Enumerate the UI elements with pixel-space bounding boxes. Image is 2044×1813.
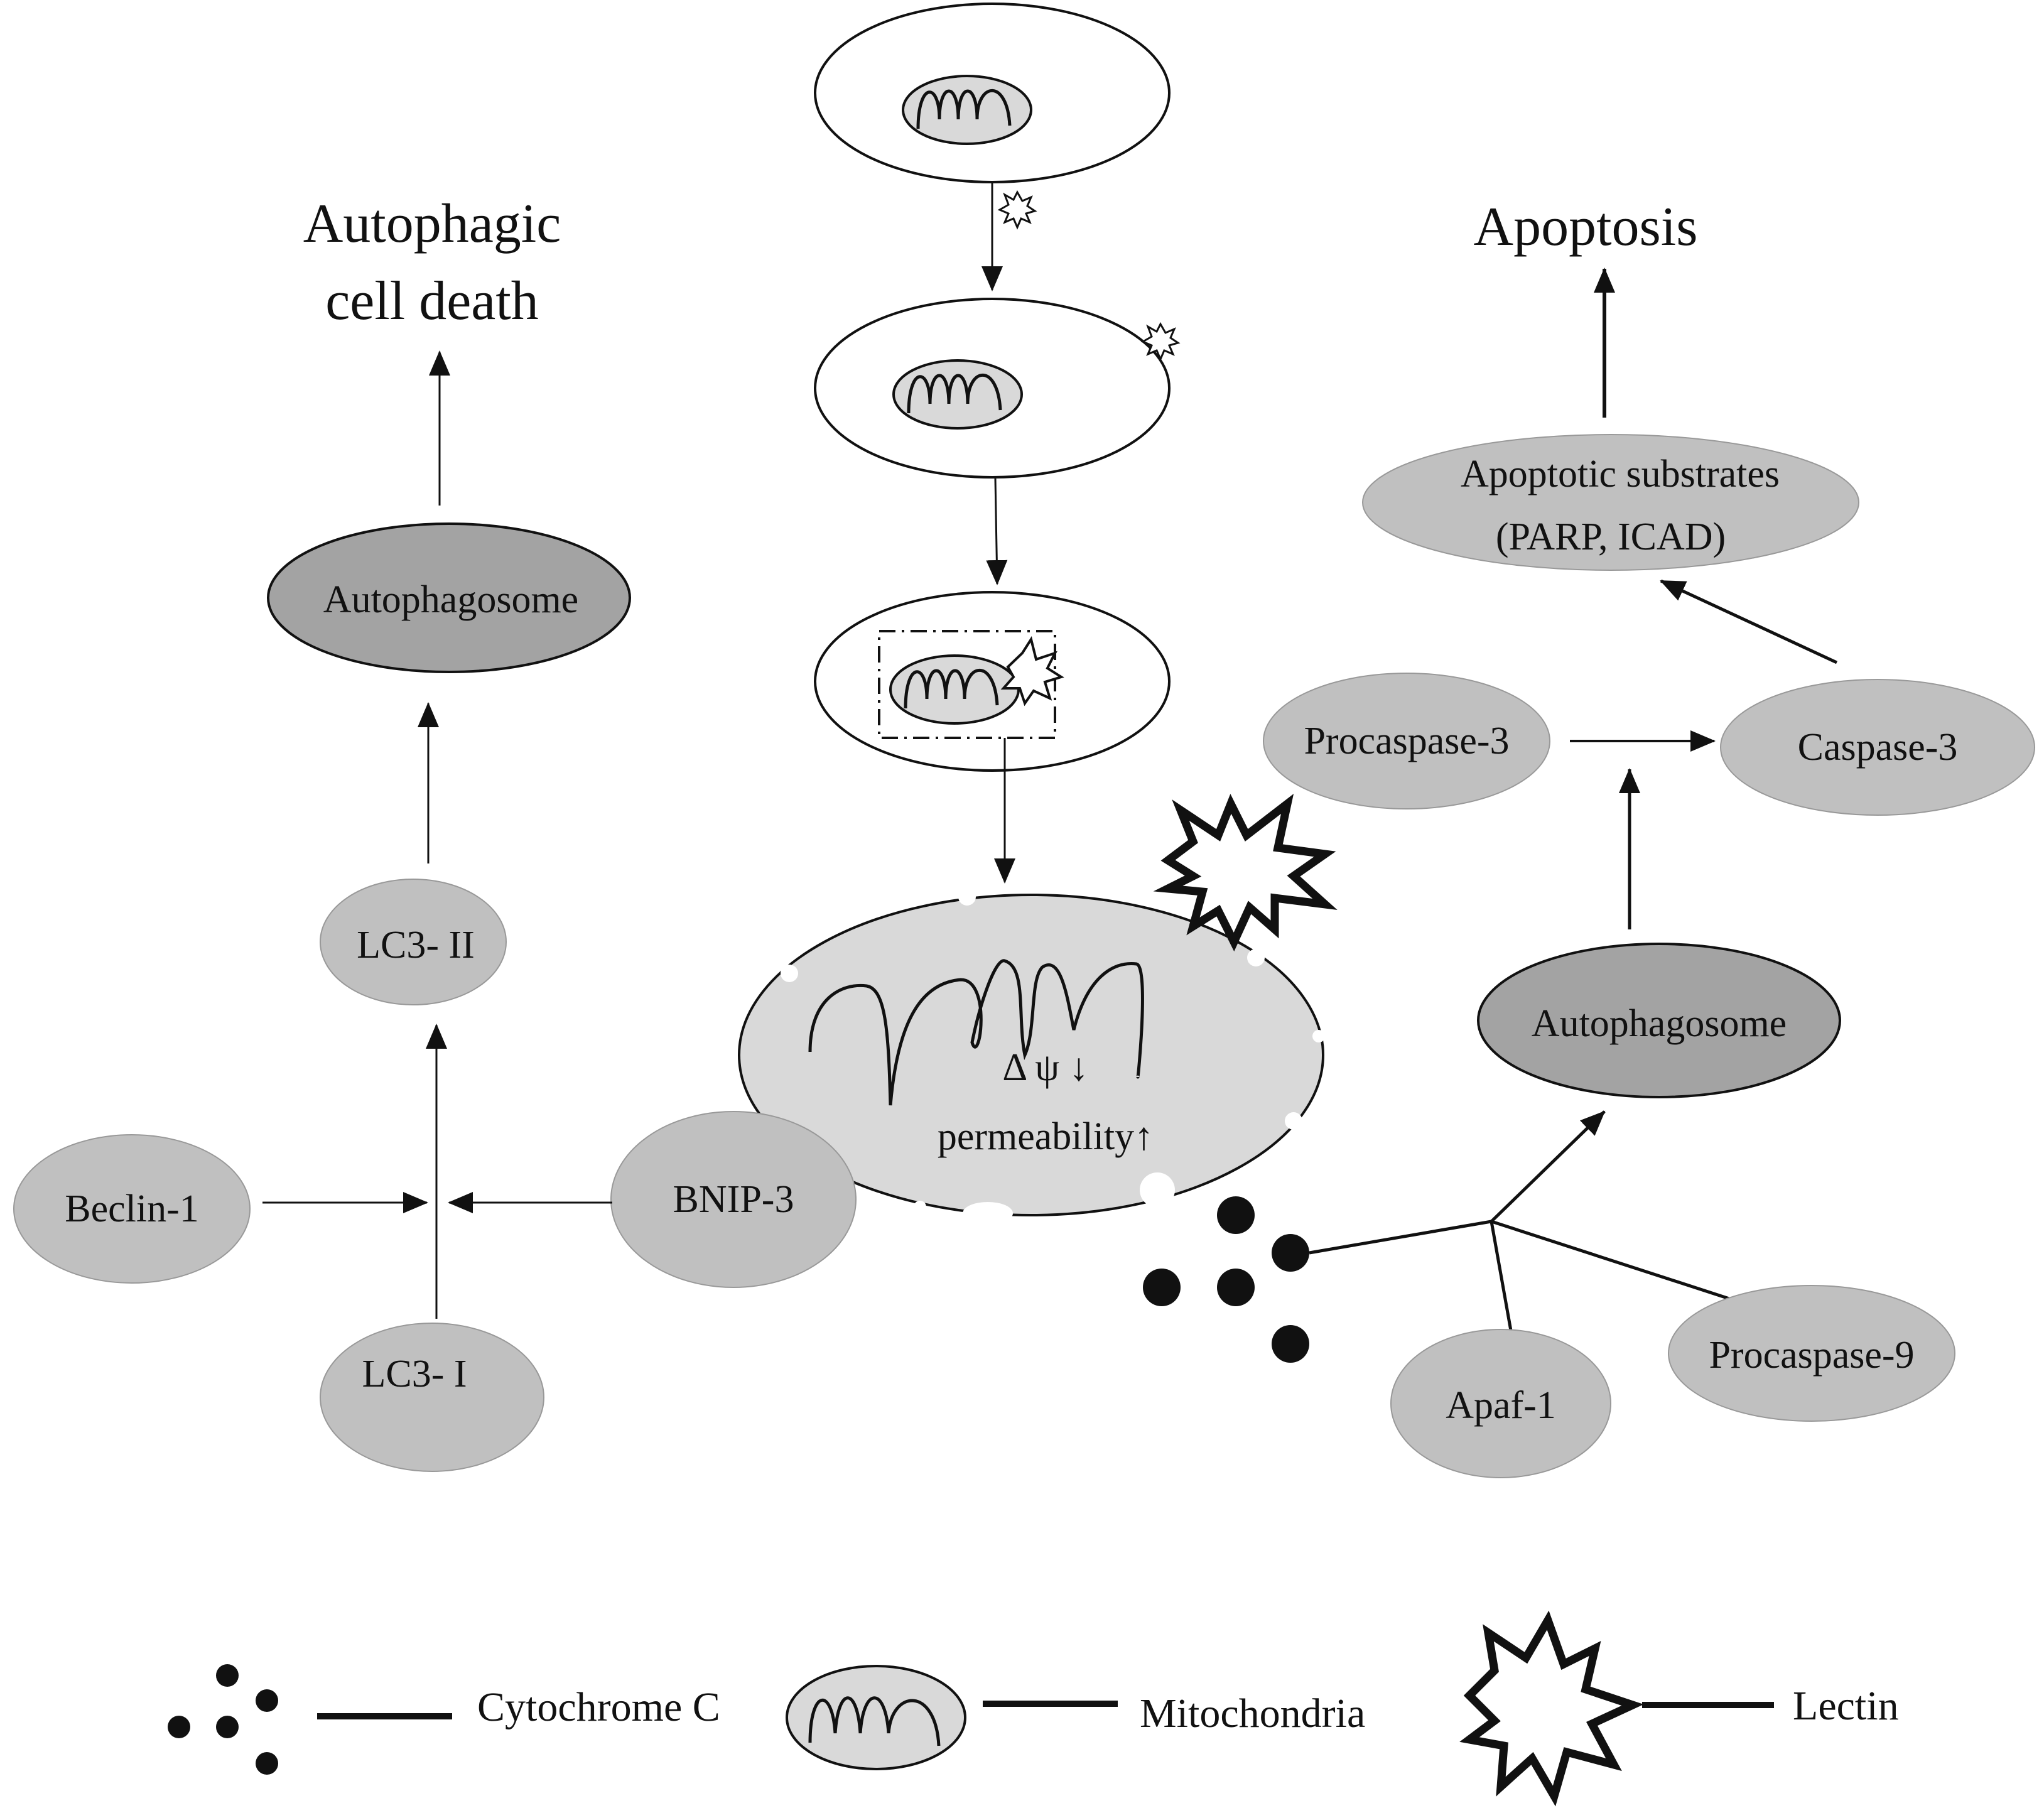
membrane-pore [958, 888, 976, 906]
lectin-icon [1000, 636, 1064, 706]
cytochrome-c-dot [1272, 1325, 1309, 1363]
node-apoptotic-substrates: Apoptotic substrates (PARP, ICAD) [1362, 434, 1859, 571]
membrane-pore [1312, 1030, 1325, 1042]
mitochondrion-icon [889, 654, 1020, 725]
svg-text:Apoptotic substrates: Apoptotic substrates [1461, 453, 1780, 495]
membrane-pore [914, 1201, 926, 1213]
svg-text:LC3- I: LC3- I [362, 1353, 467, 1395]
arrow-stage2-to-stage3 [986, 478, 1008, 585]
cytochrome-c-dot [1217, 1269, 1255, 1306]
permeability-label: permeability↑ [938, 1115, 1154, 1158]
cytochrome-c-cluster [1143, 1196, 1309, 1363]
lectin-icon [1140, 322, 1181, 362]
svg-text:BNIP-3: BNIP-3 [673, 1178, 794, 1221]
node-caspase-3: Caspase-3 [1720, 679, 2035, 816]
cell-stage-2 [814, 298, 1171, 479]
large-mitochondrion: Δ ψ ↓ permeability↑ [738, 888, 1325, 1225]
legend-cytochrome-c-icon [168, 1664, 278, 1775]
node-autophagosome-right: Autophagosome [1477, 943, 1841, 1098]
legend: Cytochrome C Mitochondria Lectin [168, 1610, 1899, 1807]
lectin-icon [1153, 794, 1338, 952]
legend-mitochondria-label: Mitochondria [1140, 1691, 1365, 1736]
mitochondrion-icon [902, 75, 1032, 145]
node-apaf-1: Apaf-1 [1390, 1329, 1611, 1478]
svg-text:Beclin-1: Beclin-1 [65, 1188, 199, 1230]
svg-text:Procaspase-9: Procaspase-9 [1709, 1334, 1914, 1377]
legend-lectin-label: Lectin [1793, 1683, 1899, 1729]
svg-text:Caspase-3: Caspase-3 [1798, 726, 1958, 769]
svg-text:Autophagosome: Autophagosome [323, 578, 578, 621]
svg-text:LC3- II: LC3- II [357, 924, 475, 966]
membrane-pore [1247, 949, 1265, 966]
cytochrome-c-dot [1272, 1234, 1309, 1272]
arrow-caspase3-to-substrates [1660, 579, 1838, 664]
lectin-icon [997, 190, 1037, 230]
svg-text:(PARP, ICAD): (PARP, ICAD) [1496, 516, 1726, 558]
node-autophagosome-left: Autophagosome [267, 522, 631, 673]
legend-cytochrome-c-label: Cytochrome C [477, 1684, 720, 1730]
legend-mitochondrion-icon [786, 1665, 966, 1770]
cell-stage-3 [814, 591, 1171, 772]
svg-text:Procaspase-3: Procaspase-3 [1304, 720, 1509, 762]
membrane-pore [1285, 1112, 1302, 1130]
outcome-apoptosis: Apoptosis [1474, 197, 1698, 257]
apoptosome-assembly-lines [1309, 1110, 1734, 1338]
node-beclin-1: Beclin-1 [13, 1134, 251, 1284]
legend-lectin-icon [1459, 1610, 1644, 1807]
svg-text:Apaf-1: Apaf-1 [1446, 1384, 1556, 1427]
node-procaspase-9: Procaspase-9 [1668, 1285, 1955, 1422]
node-procaspase-3: Procaspase-3 [1263, 673, 1550, 809]
membrane-pore [1140, 1172, 1175, 1208]
mitochondrion-icon [892, 359, 1023, 430]
cytochrome-c-dot [1143, 1269, 1181, 1306]
outcome-autophagic-line2: cell death [325, 271, 539, 332]
membrane-pore [963, 1202, 1013, 1225]
node-lc3-ii: LC3- II [320, 879, 507, 1005]
delta-psi-label: Δ ψ ↓ [1002, 1046, 1088, 1089]
node-lc3-i: LC3- I [320, 1323, 544, 1472]
membrane-pore [781, 965, 798, 982]
node-bnip-3: BNIP-3 [610, 1111, 857, 1288]
cell-stage-1 [814, 3, 1171, 183]
svg-text:Autophagosome: Autophagosome [1532, 1002, 1787, 1045]
zoom-box [878, 630, 1056, 739]
outcome-autophagic-line1: Autophagic [303, 193, 561, 254]
cytochrome-c-dot [1217, 1196, 1255, 1234]
